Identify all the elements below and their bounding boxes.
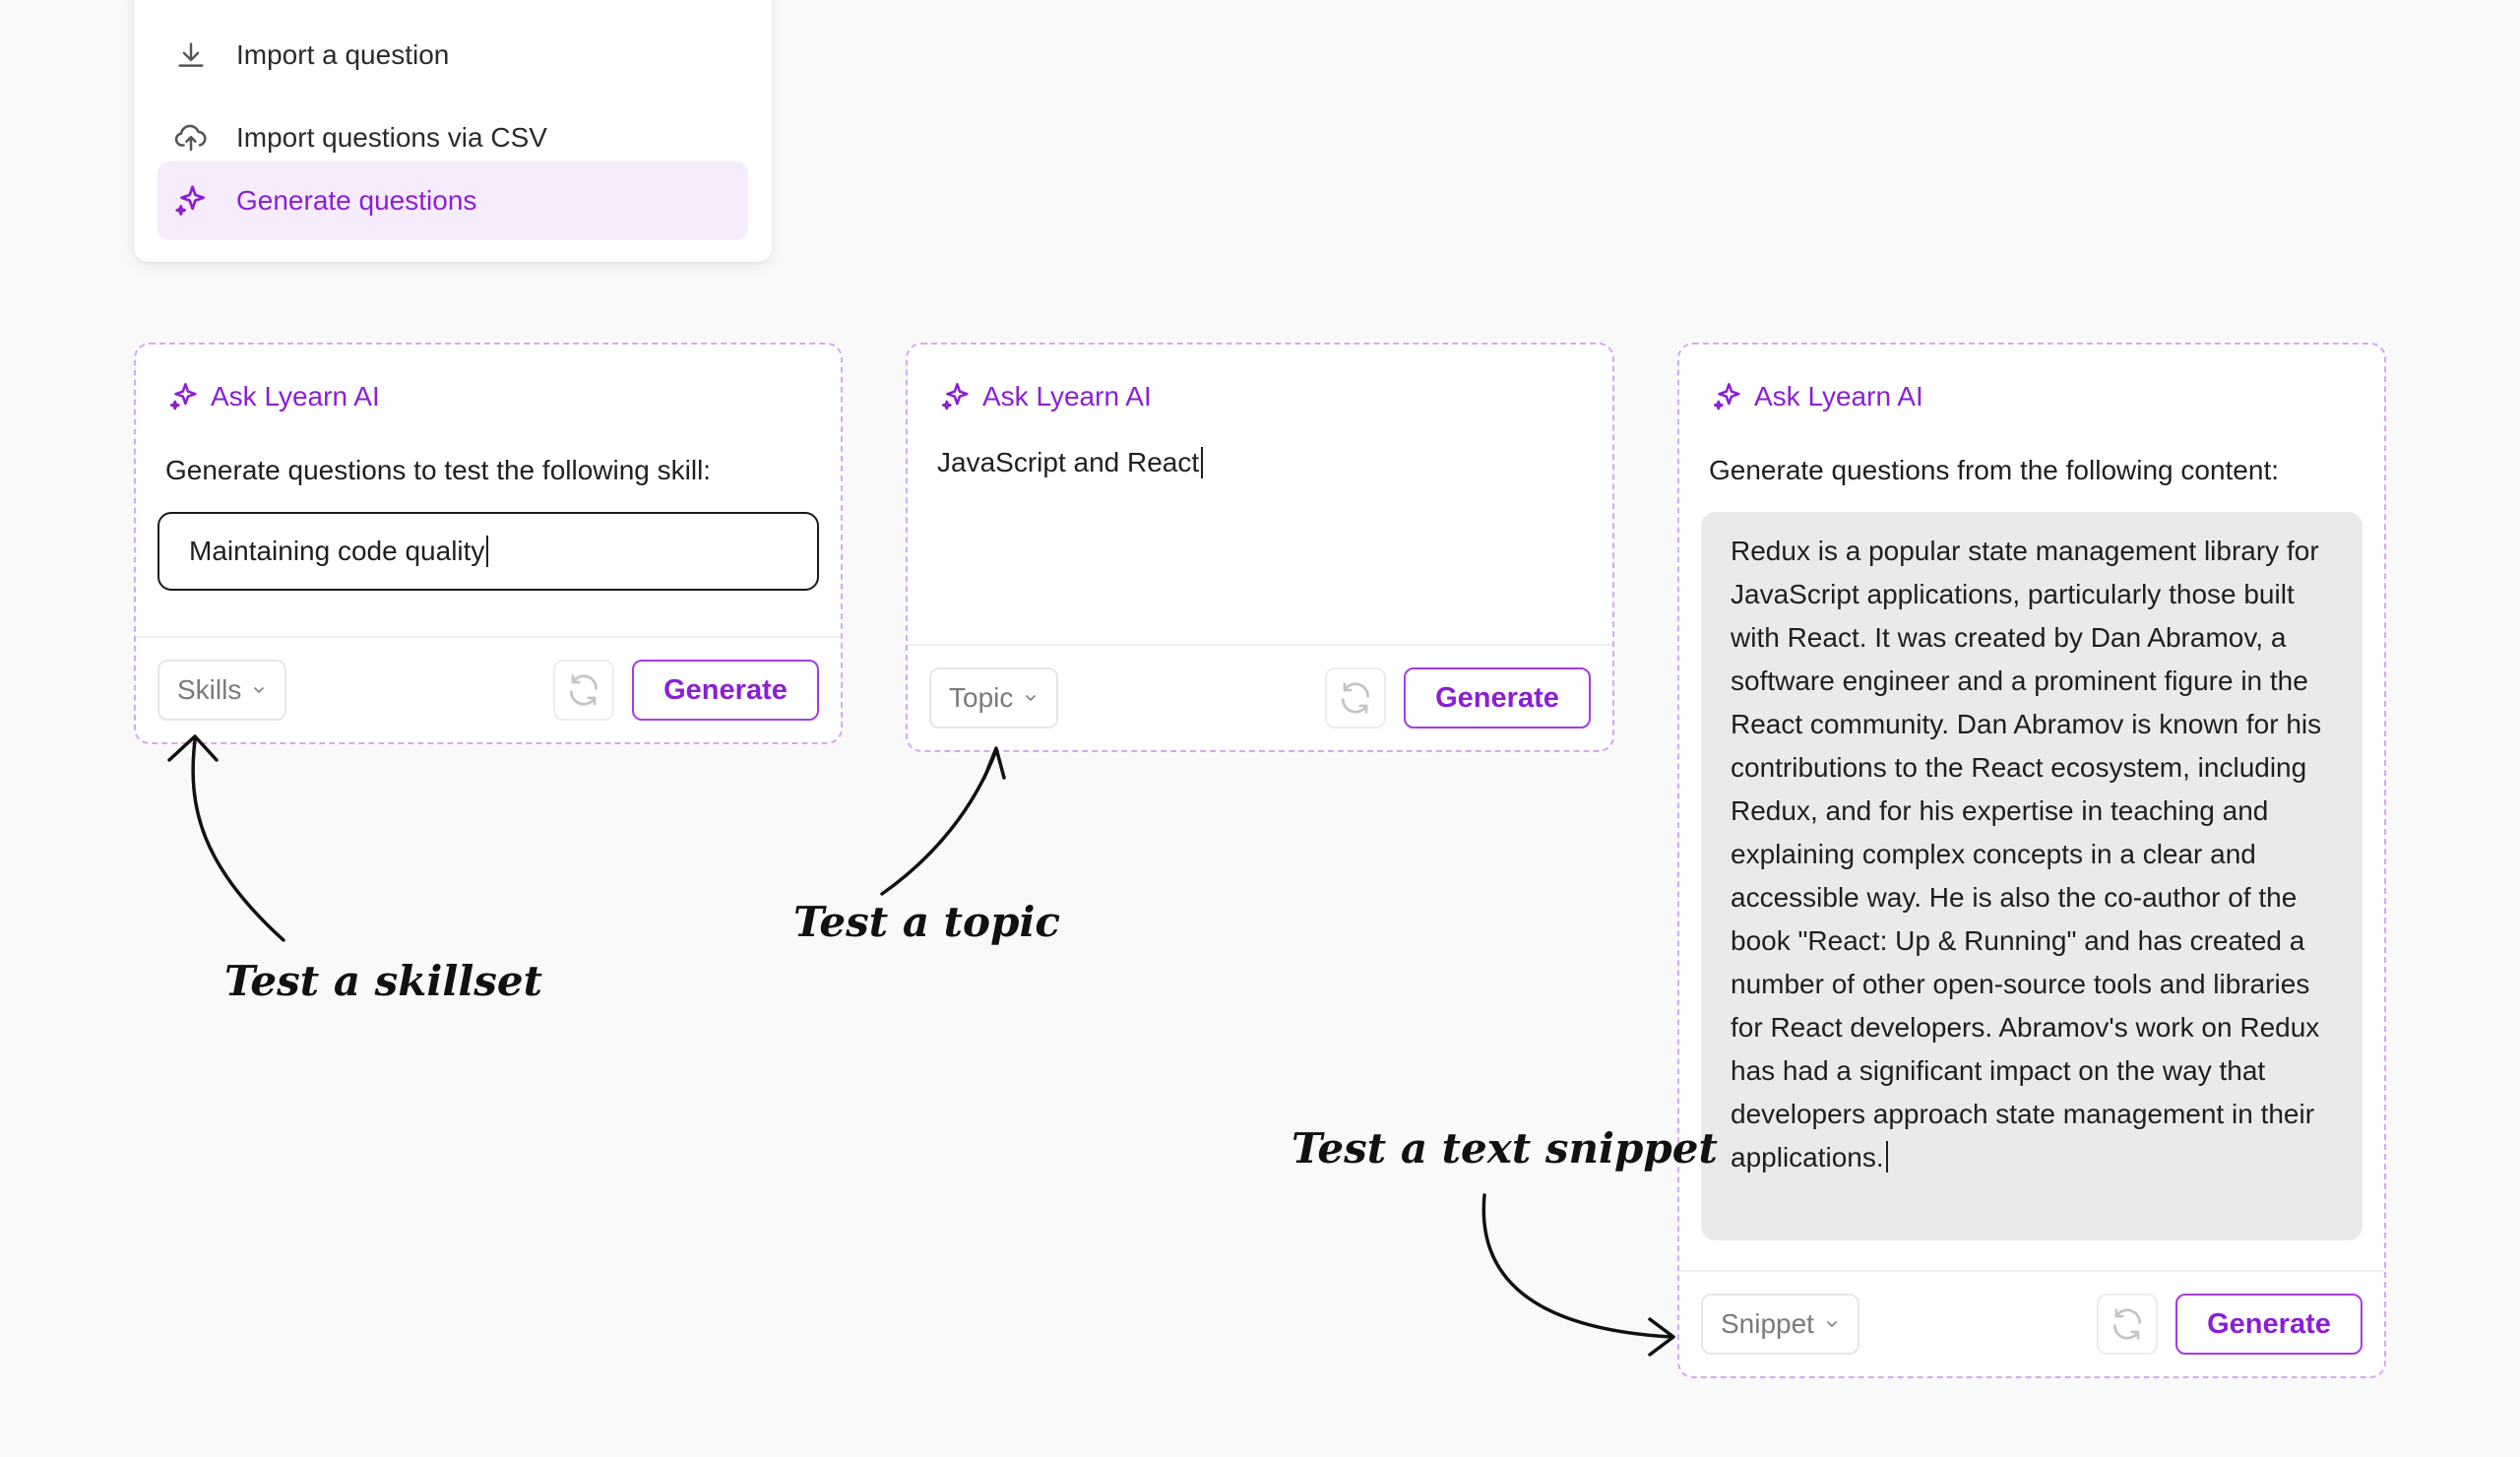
sparkle-icon <box>171 181 211 221</box>
ask-ai-card-topic: Ask Lyearn AI JavaScript and React Topic… <box>906 343 1614 752</box>
card-header: Ask Lyearn AI <box>1711 380 1923 413</box>
select-label: Snippet <box>1721 1308 1814 1339</box>
menu-item-label: Generate questions <box>236 185 477 216</box>
arrow-to-skills <box>191 738 285 942</box>
annotation-snippet: Test a text snippet <box>1292 1124 1718 1172</box>
refresh-button[interactable] <box>553 660 614 721</box>
select-label: Skills <box>177 674 242 705</box>
topic-select[interactable]: Topic <box>929 667 1059 728</box>
arrow-head-skills <box>167 734 219 762</box>
menu-item-label: Import a question <box>236 39 450 70</box>
download-icon <box>171 35 211 75</box>
arrow-head-topic <box>982 746 1006 780</box>
refresh-button[interactable] <box>2097 1294 2158 1355</box>
snippet-content: Redux is a popular state management libr… <box>1731 536 2322 1172</box>
card-divider <box>136 636 841 638</box>
menu-item-import-csv[interactable]: Import questions via CSV <box>158 98 748 177</box>
snippet-textarea[interactable]: Redux is a popular state management libr… <box>1701 512 2362 1240</box>
topic-input-value: JavaScript and React <box>937 447 1200 477</box>
card-divider <box>1679 1270 2384 1272</box>
text-caret <box>1201 447 1204 478</box>
arrow-to-topic <box>880 748 998 896</box>
skills-select[interactable]: Skills <box>158 660 287 721</box>
card-title: Ask Lyearn AI <box>211 381 380 412</box>
topic-input[interactable]: JavaScript and React <box>937 447 1204 478</box>
refresh-button[interactable] <box>1325 667 1386 728</box>
card-title: Ask Lyearn AI <box>1754 381 1923 412</box>
sparkle-icon <box>169 382 197 411</box>
refresh-icon <box>2112 1308 2142 1340</box>
refresh-icon <box>569 674 598 706</box>
skill-input[interactable]: Maintaining code quality <box>158 512 819 591</box>
prompt-label: Generate questions to test the following… <box>165 455 712 485</box>
prompt-label: Generate questions from the following co… <box>1709 455 2280 485</box>
card-title: Ask Lyearn AI <box>982 381 1152 412</box>
card-header: Ask Lyearn AI <box>167 380 380 413</box>
skill-input-value: Maintaining code quality <box>189 536 485 566</box>
cloud-upload-icon <box>171 118 211 158</box>
chevron-down-icon <box>1827 1321 1837 1327</box>
text-caret <box>486 536 489 567</box>
generate-button[interactable]: Generate <box>632 660 819 721</box>
card-header: Ask Lyearn AI <box>939 380 1152 413</box>
ask-ai-card-snippet: Ask Lyearn AI Generate questions from th… <box>1677 343 2386 1378</box>
select-label: Topic <box>949 682 1014 713</box>
menu-item-label: Import questions via CSV <box>236 122 547 153</box>
sparkle-icon <box>941 382 969 411</box>
text-caret <box>1885 1141 1888 1172</box>
annotation-skillset: Test a skillset <box>224 957 543 1005</box>
snippet-select[interactable]: Snippet <box>1701 1294 1859 1355</box>
arrow-head-snippet <box>1648 1317 1675 1357</box>
menu-item-import-question[interactable]: Import a question <box>158 16 748 95</box>
refresh-icon <box>1341 682 1370 714</box>
sparkle-icon <box>1713 382 1740 411</box>
arrow-to-snippet <box>1481 1193 1673 1339</box>
ask-ai-card-skill: Ask Lyearn AI Generate questions to test… <box>134 343 843 744</box>
menu-item-generate-questions[interactable]: Generate questions <box>158 161 748 240</box>
chevron-down-icon <box>254 687 265 693</box>
annotation-topic: Test a topic <box>793 898 1060 946</box>
card-divider <box>908 644 1612 646</box>
add-question-menu: Import a question Import questions via C… <box>134 0 772 262</box>
generate-button[interactable]: Generate <box>1404 667 1591 728</box>
chevron-down-icon <box>1026 695 1037 701</box>
generate-button[interactable]: Generate <box>2175 1294 2362 1355</box>
